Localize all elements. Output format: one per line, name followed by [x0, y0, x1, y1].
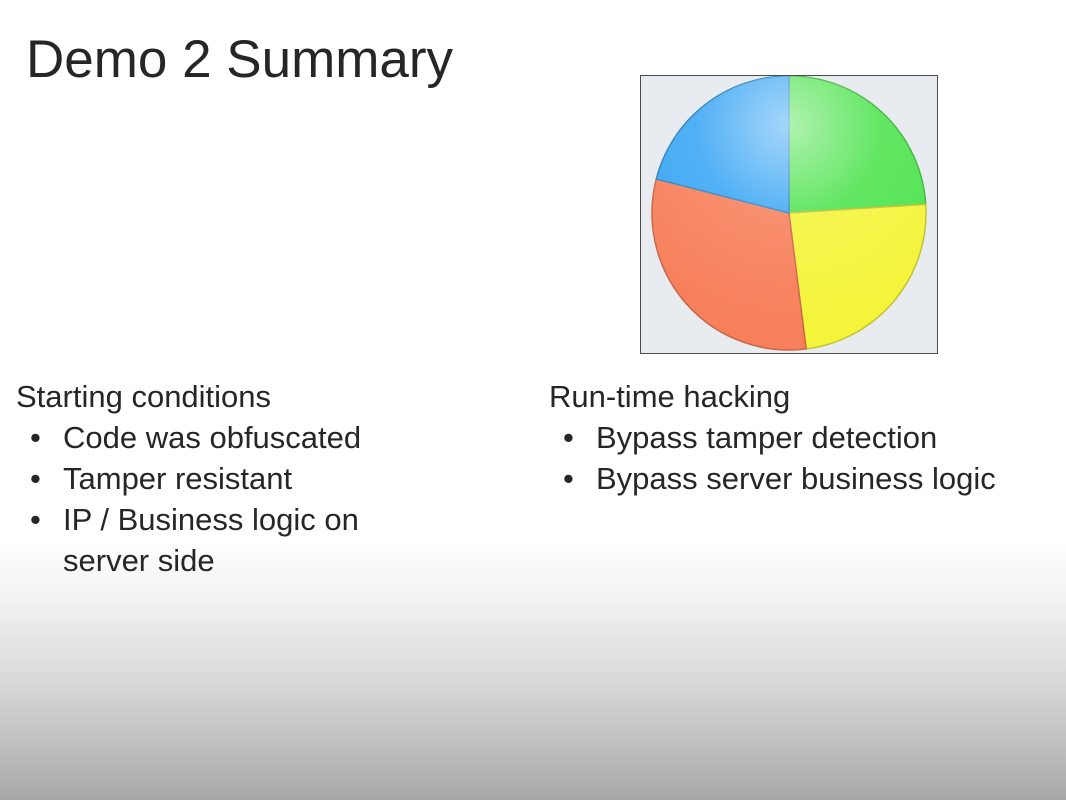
bullet-dot-icon: • — [30, 502, 41, 537]
left-column: Starting conditions • Code was obfuscated… — [16, 376, 436, 581]
pie-chart — [651, 76, 927, 351]
pie-gloss-highlight — [651, 76, 927, 351]
list-item: • Bypass server business logic — [563, 458, 1019, 499]
right-column-heading: Run-time hacking — [549, 379, 791, 414]
left-bullet-list: • Code was obfuscated • Tamper resistant •… — [16, 417, 436, 581]
list-item: • Code was obfuscated — [30, 417, 436, 458]
right-bullet-list: • Bypass tamper detection • Bypass server … — [549, 417, 1019, 499]
left-column-heading: Starting conditions — [16, 379, 272, 414]
slide-title: Demo 2 Summary — [26, 30, 454, 89]
bullet-text: Tamper resistant — [63, 461, 293, 496]
bullet-dot-icon: • — [30, 420, 41, 455]
bullet-dot-icon: • — [30, 461, 41, 496]
right-column: Run-time hacking • Bypass tamper detectio… — [549, 376, 1019, 499]
list-item: • IP / Business logic on server side — [30, 499, 436, 581]
bullet-dot-icon: • — [563, 420, 574, 455]
bullet-text: Bypass server business logic — [596, 461, 996, 496]
list-item: • Bypass tamper detection — [563, 417, 1019, 458]
bullet-text: Code was obfuscated — [63, 420, 362, 455]
bullet-text: IP / Business logic on server side — [63, 502, 359, 578]
bullet-text: Bypass tamper detection — [596, 420, 938, 455]
bullet-dot-icon: • — [563, 461, 574, 496]
list-item: • Tamper resistant — [30, 458, 436, 499]
pie-chart-frame — [640, 75, 938, 354]
